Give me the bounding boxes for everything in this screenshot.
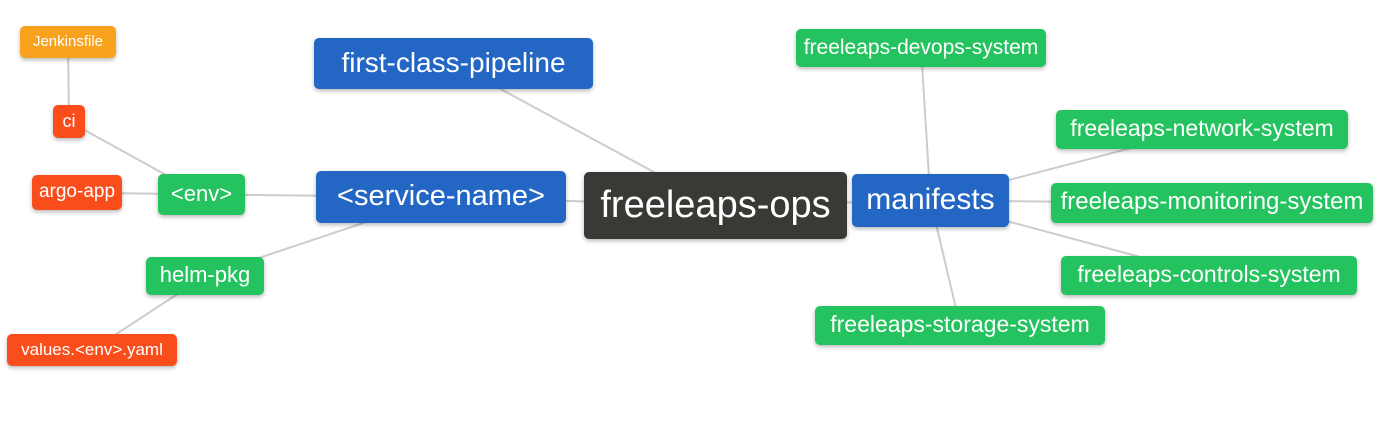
mindmap-node-network-system[interactable]: freeleaps-network-system [1056,110,1348,149]
node-label: first-class-pipeline [341,46,566,78]
mindmap-node-values-env-yaml[interactable]: values.<env>.yaml [7,334,177,366]
node-label: freeleaps-monitoring-system [1060,188,1364,215]
mindmap-node-storage-system[interactable]: freeleaps-storage-system [815,306,1105,345]
node-label: <service-name> [337,179,545,212]
mindmap-node-jenkinsfile[interactable]: Jenkinsfile [20,26,116,58]
mindmap-node-controls-system[interactable]: freeleaps-controls-system [1061,256,1357,295]
mindmap-node-devops-system[interactable]: freeleaps-devops-system [796,29,1046,67]
mindmap-node-env[interactable]: <env> [158,174,245,215]
node-label: Jenkinsfile [32,32,104,50]
node-label: freeleaps-controls-system [1077,261,1341,287]
node-label: freeleaps-network-system [1070,115,1334,141]
mindmap-node-ci[interactable]: ci [53,105,85,138]
node-label: values.<env>.yaml [21,339,163,359]
mindmap-node-service-name[interactable]: <service-name> [316,171,566,223]
node-label: freeleaps-devops-system [803,35,1039,59]
mindmap-node-argo-app[interactable]: argo-app [32,175,122,210]
mindmap-node-manifests[interactable]: manifests [852,174,1009,227]
mindmap-node-first-class-pipeline[interactable]: first-class-pipeline [314,38,593,89]
node-label: ci [62,110,76,131]
node-label: argo-app [38,181,116,202]
mindmap-node-monitoring-system[interactable]: freeleaps-monitoring-system [1051,183,1373,223]
node-label: manifests [866,182,995,216]
node-label: <env> [170,180,233,206]
node-label: freeleaps-storage-system [830,311,1090,337]
node-label: helm-pkg [159,262,251,287]
mindmap-node-helm-pkg[interactable]: helm-pkg [146,257,264,295]
mindmap-node-freeleaps-ops[interactable]: freeleaps-ops [584,172,847,239]
node-label: freeleaps-ops [600,183,831,226]
